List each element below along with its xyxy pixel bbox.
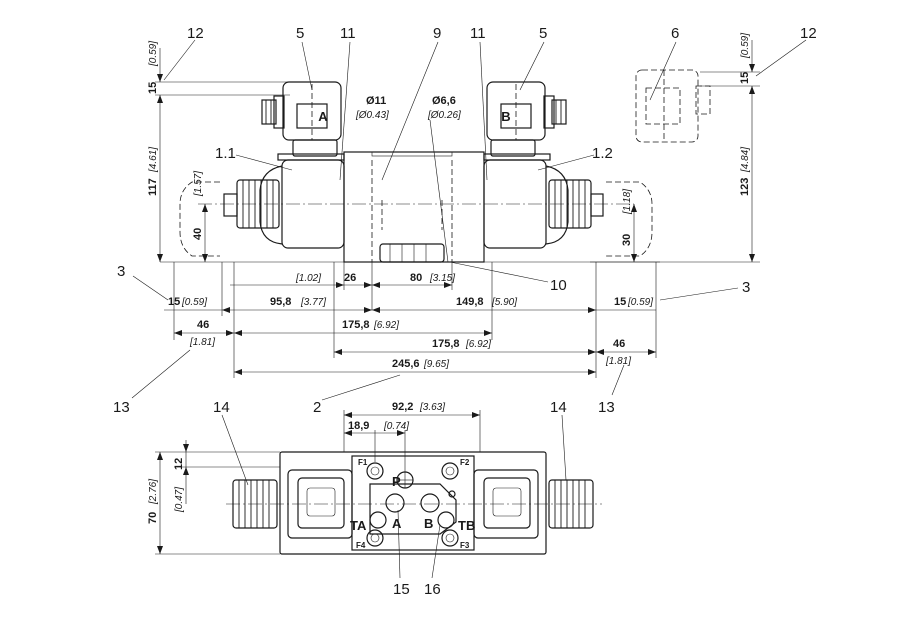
dim-149-8: 149,8	[456, 296, 484, 308]
dim-26: 26	[344, 272, 356, 284]
fixing-hole-f4	[366, 529, 384, 547]
dim-15-left-in: [0.59]	[181, 297, 207, 308]
dim-40-in: [1.57]	[193, 171, 204, 197]
label-9: 9	[433, 25, 441, 42]
dim-117-in: [4.61]	[148, 147, 159, 173]
dim-117: 117	[147, 178, 159, 196]
dim-15-top-left-in: [0.59]	[148, 41, 159, 67]
label-2: 2	[313, 399, 321, 416]
dim-12: 12	[173, 458, 185, 470]
dim-30: 30	[621, 234, 633, 246]
port-b	[420, 493, 440, 513]
label-11-right: 11	[470, 25, 486, 42]
label-11-left: 11	[340, 25, 356, 42]
label-12-left: 12	[187, 25, 204, 42]
port-tb	[437, 511, 455, 529]
label-14-right: 14	[550, 399, 567, 416]
dim-diam-11: Ø11	[366, 95, 386, 107]
connector-plug-dashed	[635, 69, 711, 143]
f4-label: F4	[356, 541, 366, 550]
dim-diam-6-6: Ø6,6	[432, 95, 456, 107]
dim-15-top-right: 15	[739, 72, 751, 84]
dimension-texts: 15 [0.59] 117 [4.61] 40 [1.57] Ø11 [Ø0.4…	[147, 33, 751, 524]
dim-30-in: [1.18]	[622, 189, 633, 215]
label-14-left: 14	[213, 399, 230, 416]
dim-175-8-a-in: [6.92]	[373, 320, 399, 331]
connector-plug-left	[261, 81, 342, 141]
dim-46-left-in: [1.81]	[189, 337, 215, 348]
dim-18-9: 18,9	[348, 420, 369, 432]
fixing-hole-f1	[366, 462, 384, 480]
label-15: 15	[393, 581, 410, 598]
dim-18-9-in: [0.74]	[383, 421, 409, 432]
side-view: A B	[160, 69, 711, 263]
tb-label: TB	[458, 518, 475, 533]
coil-b-label: B	[501, 109, 510, 124]
dim-95-8: 95,8	[270, 296, 291, 308]
dim-15-top-right-in: [0.59]	[740, 33, 751, 59]
dim-26-in: [1.02]	[295, 273, 321, 284]
ta-label: TA	[350, 518, 367, 533]
dim-diam-11-in: [Ø0.43]	[355, 110, 389, 121]
dim-80: 80	[410, 272, 422, 284]
dim-123-in: [4.84]	[740, 147, 751, 173]
p-label: P	[392, 474, 401, 489]
label-3-left: 3	[117, 263, 125, 280]
dim-80-in: [3.15]	[429, 273, 455, 284]
f3-label: F3	[460, 541, 470, 550]
dim-123: 123	[739, 178, 751, 196]
port-ta	[369, 511, 387, 529]
label-3-right: 3	[742, 279, 750, 296]
f1-label: F1	[358, 458, 368, 467]
dim-15-right: 15	[614, 296, 626, 308]
item-labels: 12 5 11 9 11 5 6 12 1.1 1.2 3 3 10 13 13…	[113, 25, 817, 598]
dimension-arrows	[157, 64, 755, 554]
dim-diam-6-6-in: [Ø0.26]	[427, 110, 461, 121]
dim-92-2-in: [3.63]	[419, 402, 445, 413]
label-10: 10	[550, 277, 567, 294]
dim-70: 70	[147, 512, 159, 524]
dim-70-in: [2.76]	[148, 479, 159, 505]
dim-46-right-in: [1.81]	[605, 356, 631, 367]
coil-a-label: A	[318, 109, 328, 124]
port-a	[385, 493, 405, 513]
connector-plug-right	[486, 81, 567, 141]
label-12-right: 12	[800, 25, 817, 42]
dim-15-top-left: 15	[147, 82, 159, 94]
fixing-hole-f3	[441, 529, 459, 547]
dimension-lines	[131, 39, 807, 579]
fixing-hole-f2	[441, 462, 459, 480]
dim-175-8-b: 175,8	[432, 338, 460, 350]
label-1-1: 1.1	[215, 145, 236, 162]
dim-245-6: 245,6	[392, 358, 420, 370]
label-16: 16	[424, 581, 441, 598]
dim-149-8-in: [5.90]	[491, 297, 517, 308]
label-1-2: 1.2	[592, 145, 613, 162]
dim-175-8-a: 175,8	[342, 319, 370, 331]
plan-view: F1 F2 F3 F4 P A B TA TB	[226, 451, 602, 555]
b-label: B	[424, 516, 433, 531]
label-13-right: 13	[598, 399, 615, 416]
dim-175-8-b-in: [6.92]	[465, 339, 491, 350]
dim-15-left: 15	[168, 296, 180, 308]
label-5-right: 5	[539, 25, 547, 42]
dim-46-right: 46	[613, 338, 625, 350]
a-label: A	[392, 516, 402, 531]
label-13-left: 13	[113, 399, 130, 416]
dim-245-6-in: [9.65]	[423, 359, 449, 370]
dim-12-in: [0.47]	[174, 487, 185, 513]
dim-92-2: 92,2	[392, 401, 413, 413]
dim-15-right-in: [0.59]	[627, 297, 653, 308]
f2-label: F2	[460, 458, 470, 467]
valve-body	[343, 151, 485, 263]
dim-46-left: 46	[197, 319, 209, 331]
label-6: 6	[671, 25, 679, 42]
label-5-left: 5	[296, 25, 304, 42]
dim-40: 40	[192, 228, 204, 240]
dim-95-8-in: [3.77]	[300, 297, 326, 308]
